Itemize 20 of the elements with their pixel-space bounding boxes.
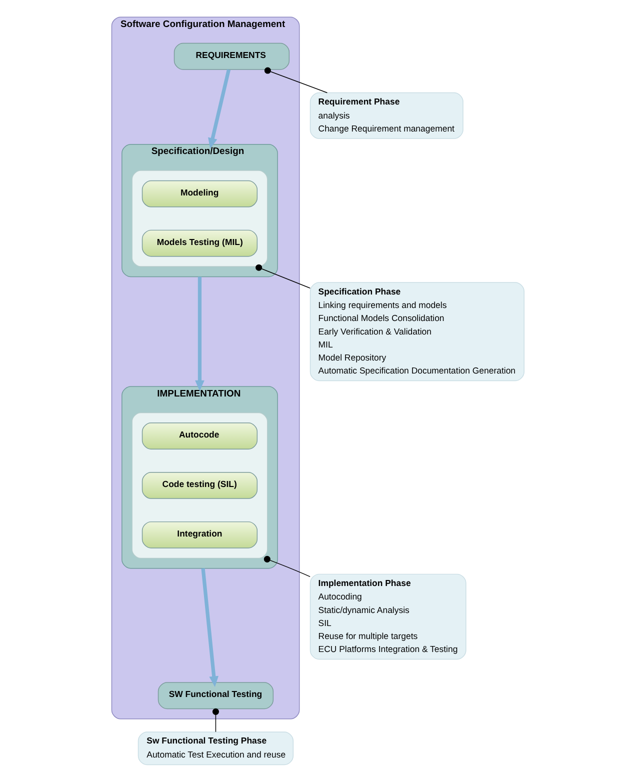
node-box: SW Functional Testing	[158, 682, 274, 710]
node-box: REQUIREMENTS	[174, 42, 290, 70]
node-box: Modeling	[142, 180, 258, 208]
node-box: Autocode	[142, 422, 258, 450]
connector	[264, 67, 328, 94]
arrow	[195, 276, 204, 392]
node-box: Implementation Phase Autocoding Static/dynamic Analysis SIL Reuse for multiple targets ECU Platforms Integration & Testing	[310, 574, 466, 660]
node-box: Specification Phase Linking requirements and models Functional Models Consolidation Early Verification & Validation MIL Model Repository Automatic Specification Documentation Generation	[310, 282, 524, 382]
node-box: Requirement Phase analysis Change Requirement management	[310, 92, 464, 139]
cluster	[132, 170, 268, 267]
connector	[256, 264, 311, 289]
node-box: Integration	[142, 521, 258, 548]
connector	[212, 708, 219, 732]
node-box: Code testing (SIL)	[142, 472, 258, 499]
node-box: Sw Functional Testing Phase Automatic Test Execution and reuse	[138, 732, 294, 766]
connector	[264, 556, 310, 578]
arrow	[201, 568, 219, 687]
node-box: Models Testing (MIL)	[142, 230, 258, 257]
arrow	[208, 69, 231, 149]
cluster	[132, 412, 268, 559]
